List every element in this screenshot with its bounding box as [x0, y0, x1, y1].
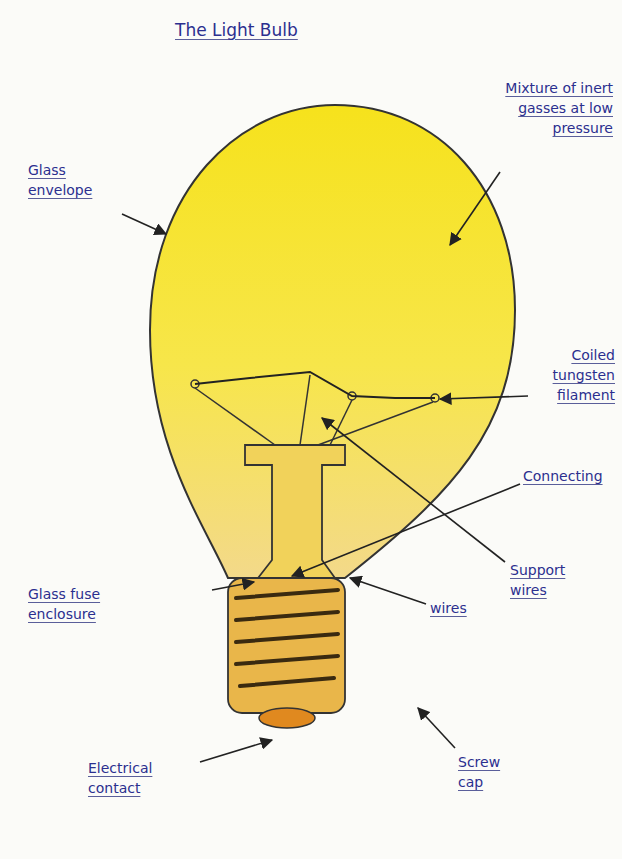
part-label: Coiled tungsten filament — [535, 345, 615, 405]
glass-envelope — [150, 105, 515, 578]
part-label: wires — [430, 598, 490, 618]
support-wires — [191, 375, 439, 445]
part-label: Support wires — [510, 560, 600, 600]
glass-stem — [245, 445, 345, 578]
tungsten-filament — [195, 372, 435, 398]
part-label: Electrical contact — [88, 758, 198, 798]
screw-thread — [236, 590, 338, 686]
part-label: Connecting — [523, 466, 615, 486]
part-label: Screw cap — [458, 752, 528, 792]
screw-cap — [228, 578, 345, 713]
part-label: Glass envelope — [28, 160, 108, 200]
electrical-contact — [259, 708, 315, 728]
part-label: Glass fuse enclosure — [28, 584, 148, 624]
part-label: Mixture of inert gasses at low pressure — [478, 78, 613, 138]
title: The Light Bulb — [175, 20, 475, 40]
leader-lines — [122, 172, 528, 762]
